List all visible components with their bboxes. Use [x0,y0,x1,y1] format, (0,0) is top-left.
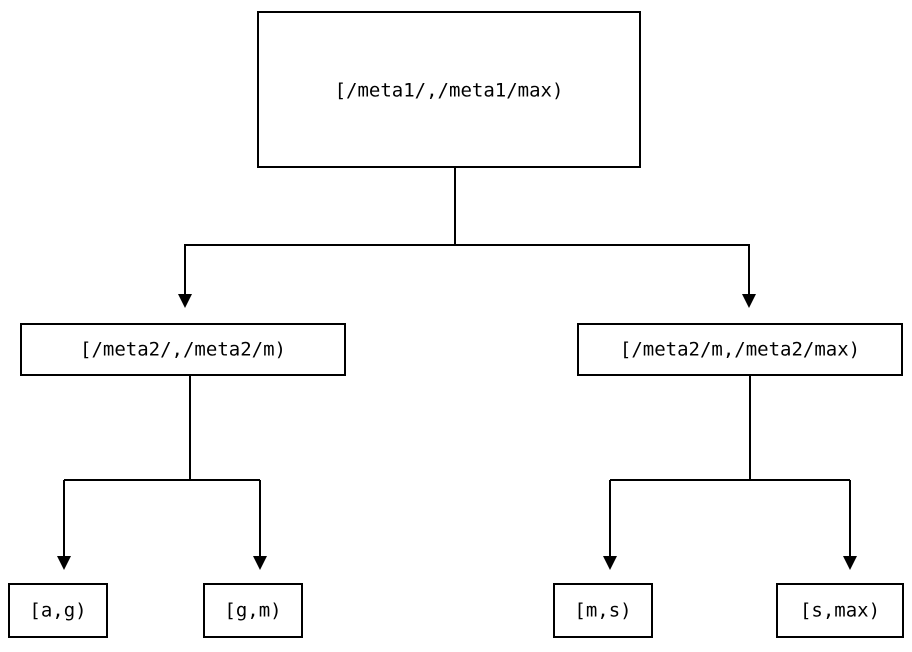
edge-group-root [178,167,756,308]
node-mid-left-box[interactable] [20,323,346,376]
node-root-box[interactable] [257,11,641,168]
node-mid-right[interactable]: [/meta2/m,/meta2/max) [577,323,903,376]
node-mid-left[interactable]: [/meta2/,/meta2/m) [20,323,346,376]
node-leaf-3-label: [m,s) [574,600,631,622]
node-leaf-2-label: [g,m) [224,600,281,622]
node-mid-left-label: [/meta2/,/meta2/m) [80,339,286,361]
arrowhead-root-to-mid-right [742,294,756,308]
node-root[interactable]: [/meta1/,/meta1/max) [257,11,641,168]
node-root-label: [/meta1/,/meta1/max) [335,80,564,102]
node-leaf-2-box[interactable] [203,583,303,638]
node-leaf-2[interactable]: [g,m) [203,583,303,638]
node-leaf-4-label: [s,max) [800,600,880,622]
edge-group-mid-left [57,375,267,570]
node-leaf-4-box[interactable] [776,583,904,638]
node-leaf-4[interactable]: [s,max) [776,583,904,638]
arrowhead-mid-left-to-leaf-1 [57,556,71,570]
node-leaf-3-box[interactable] [553,583,653,638]
arrowhead-mid-right-to-leaf-4 [843,556,857,570]
node-leaf-1-box[interactable] [8,583,108,638]
node-mid-right-label: [/meta2/m,/meta2/max) [620,339,860,361]
node-mid-right-box[interactable] [577,323,903,376]
arrowhead-root-to-mid-left [178,294,192,308]
node-leaf-1-label: [a,g) [29,600,86,622]
arrowhead-mid-left-to-leaf-2 [253,556,267,570]
node-leaf-1[interactable]: [a,g) [8,583,108,638]
node-leaf-3[interactable]: [m,s) [553,583,653,638]
edge-group-mid-right [603,375,857,570]
arrowhead-mid-right-to-leaf-3 [603,556,617,570]
